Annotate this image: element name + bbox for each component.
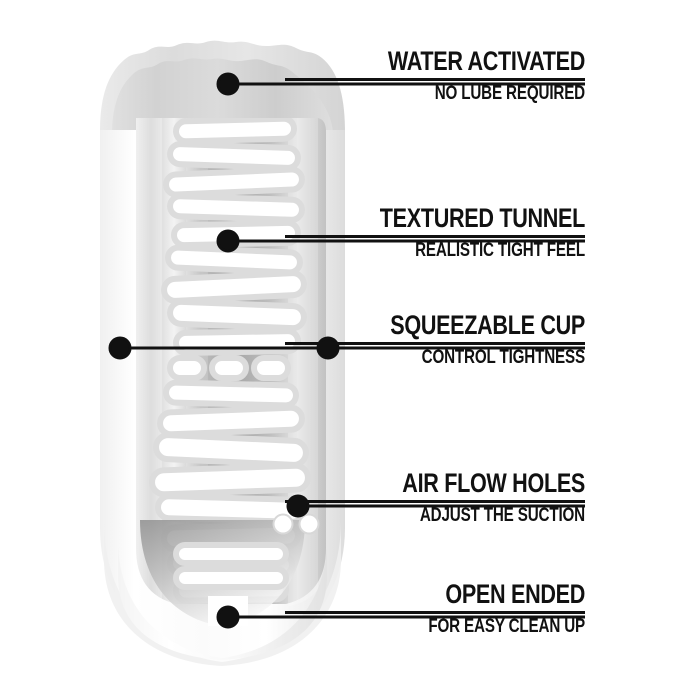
callout-leaders: [108, 72, 585, 629]
tunnel-ribs: [149, 118, 311, 604]
callout-water-activated: WATER ACTIVATED NO LUBE REQUIRED: [285, 48, 585, 103]
callout-rule: [285, 342, 585, 345]
callout-textured-tunnel: TEXTURED TUNNEL REALISTIC TIGHT FEEL: [285, 205, 585, 260]
callout-dot-textured-tunnel: [216, 229, 240, 253]
callout-subtitle: FOR EASY CLEAN UP: [428, 615, 585, 637]
callout-headline: SQUEEZABLE CUP: [390, 310, 585, 340]
callout-headline: WATER ACTIVATED: [387, 46, 586, 76]
product-interior: [136, 118, 326, 606]
air-flow-holes-graphic: [272, 513, 320, 535]
callout-squeezable-cup: SQUEEZABLE CUP CONTROL TIGHTNESS: [285, 312, 585, 367]
callout-headline: OPEN ENDED: [445, 579, 585, 609]
callout-subtitle: REALISTIC TIGHT FEEL: [415, 239, 585, 261]
callout-headline: TEXTURED TUNNEL: [379, 203, 586, 233]
callout-dot-water-activated: [216, 72, 240, 96]
callout-rule: [285, 235, 585, 238]
callout-rule: [285, 500, 585, 503]
callout-dot-squeezable-cup-left: [108, 336, 132, 360]
callout-subtitle: ADJUST THE SUCTION: [419, 504, 585, 526]
callout-rule: [285, 611, 585, 614]
callout-headline: AIR FLOW HOLES: [402, 468, 585, 498]
callout-open-ended: OPEN ENDED FOR EASY CLEAN UP: [285, 581, 585, 636]
callout-rule: [285, 78, 585, 81]
callout-subtitle: NO LUBE REQUIRED: [434, 82, 585, 104]
callout-subtitle: CONTROL TIGHTNESS: [421, 346, 586, 368]
callout-air-flow-holes: AIR FLOW HOLES ADJUST THE SUCTION: [285, 470, 585, 525]
callout-dot-open-ended: [216, 605, 240, 629]
